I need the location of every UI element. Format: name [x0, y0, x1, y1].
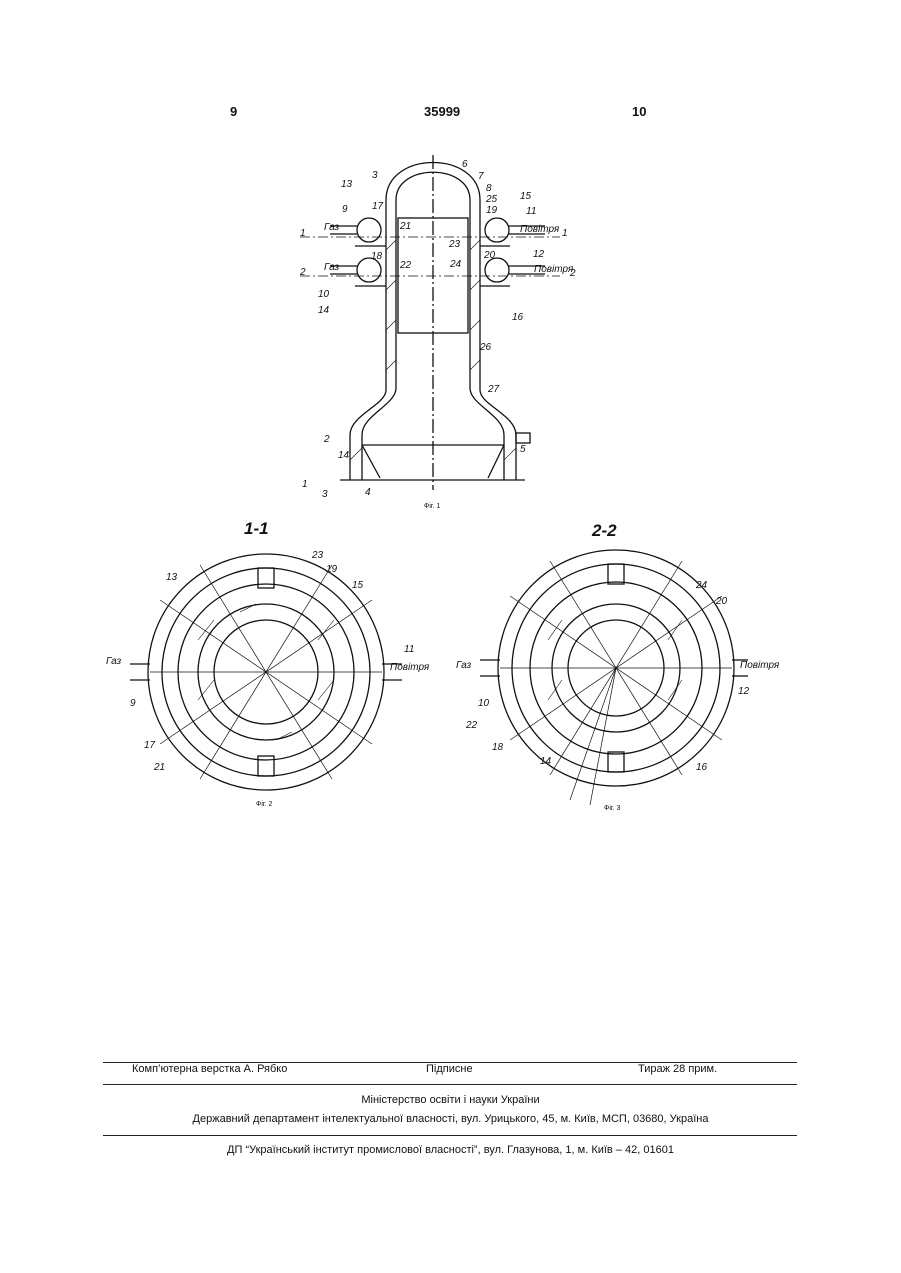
- fig3-label-10: 10: [478, 698, 490, 709]
- fig3-label-14: 14: [540, 756, 552, 767]
- fig3-caption: Фіг. 3: [604, 804, 620, 812]
- footer-ministry: Міністерство освіти і науки України: [0, 1094, 901, 1106]
- footer-institute: ДП “Український інститут промислової вла…: [0, 1144, 901, 1156]
- fig3-section-title: 2-2: [591, 521, 617, 540]
- footer-signed: Підписне: [426, 1063, 473, 1075]
- fig3-label-22: 22: [465, 720, 478, 731]
- fig3-gas: Газ: [456, 660, 471, 671]
- fig3-label-16: 16: [696, 762, 708, 773]
- footer-rule-bottom: [103, 1135, 797, 1136]
- fig3-label-18: 18: [492, 742, 504, 753]
- fig3-label-24: 24: [695, 580, 708, 591]
- fig3-label-20: 20: [715, 596, 728, 607]
- footer-typesetting: Комп’ютерна верстка А. Рябко: [132, 1063, 287, 1075]
- footer-department: Державний департамент інтелектуальної вл…: [0, 1113, 901, 1125]
- footer-rule-middle: [103, 1084, 797, 1085]
- fig3-air: Повітря: [740, 660, 780, 671]
- footer-circulation: Тираж 28 прим.: [638, 1063, 717, 1075]
- fig3-label-12: 12: [738, 686, 750, 697]
